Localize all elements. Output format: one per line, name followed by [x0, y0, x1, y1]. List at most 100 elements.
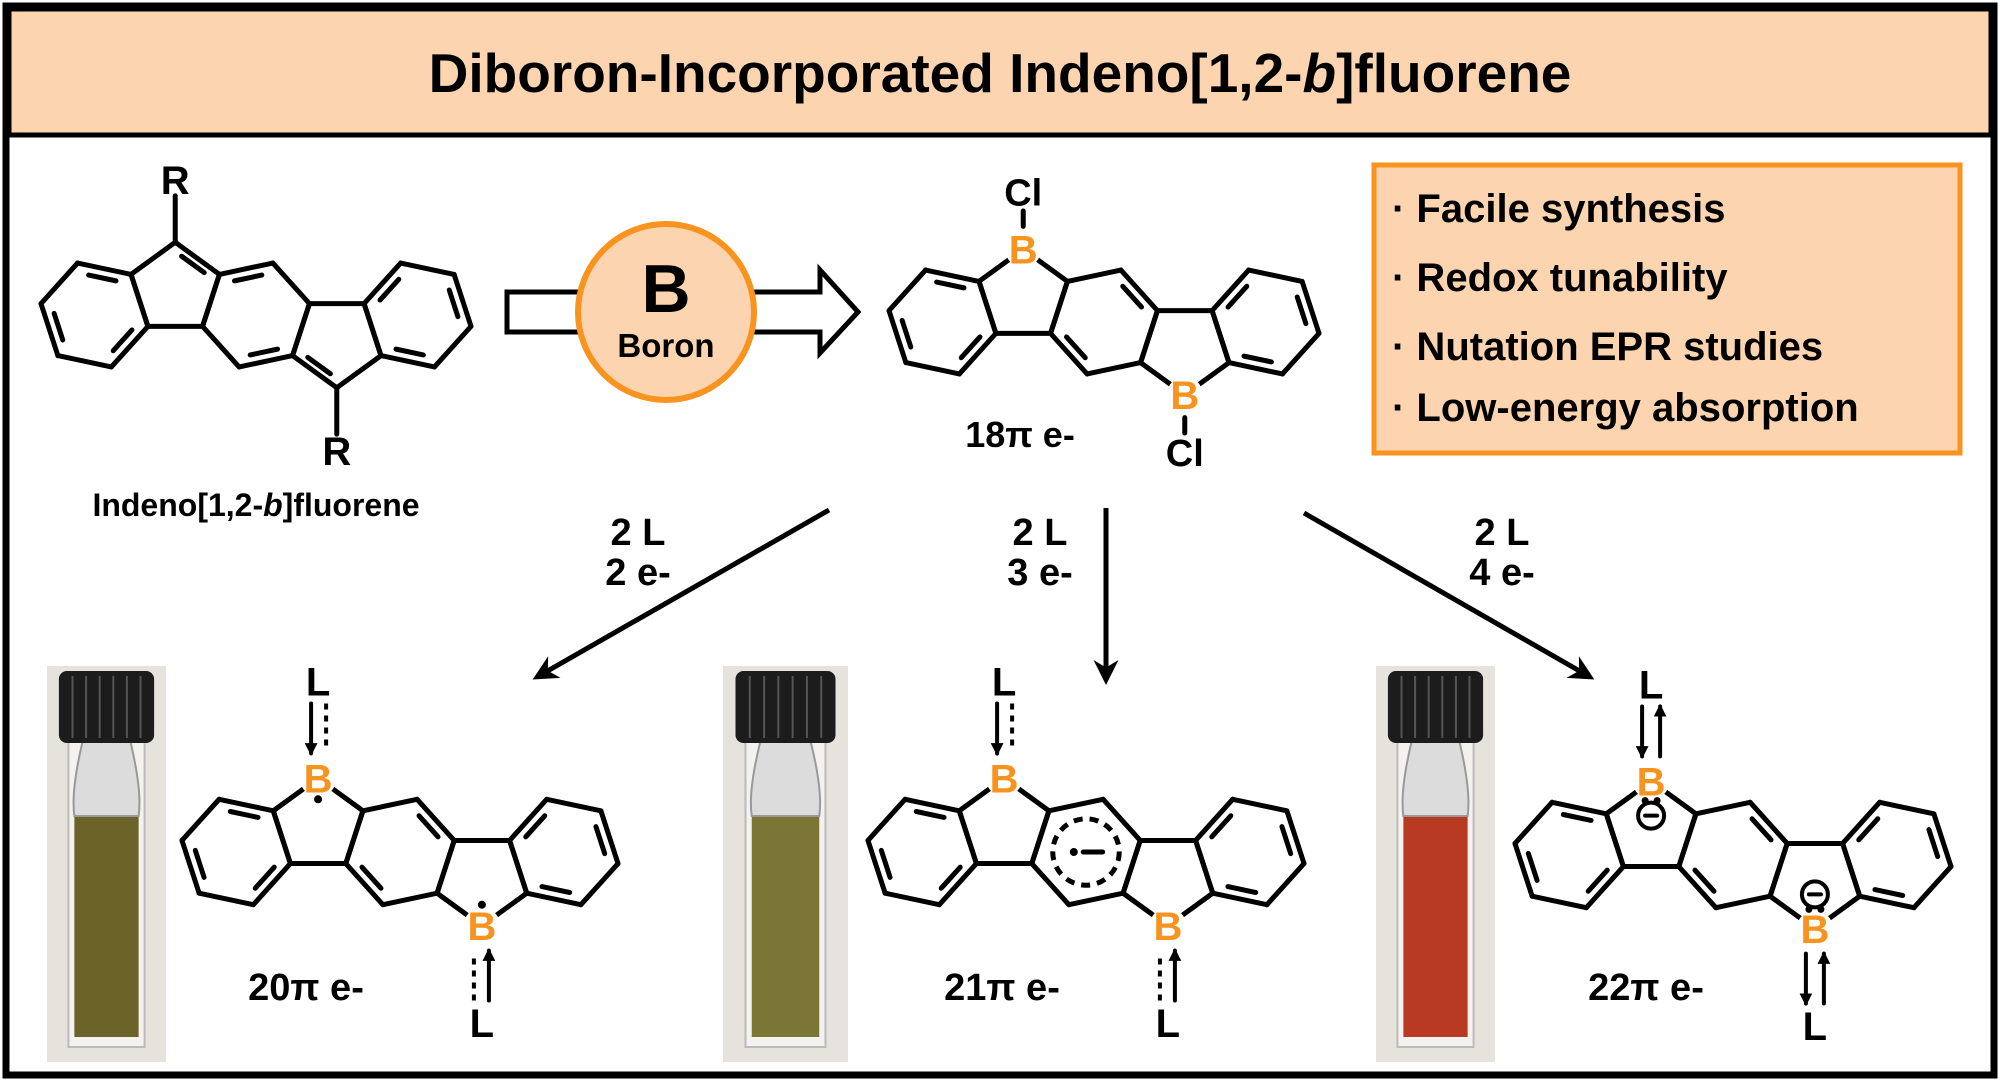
bond [451, 271, 474, 329]
bond [434, 837, 457, 896]
bond [1676, 811, 1699, 870]
double-bond [1856, 816, 1881, 843]
bond [1583, 864, 1626, 911]
bond [361, 260, 404, 307]
bond [270, 260, 312, 307]
condition-ligand: 2 L [1013, 512, 1068, 554]
double-bond [1294, 294, 1309, 327]
vial-photo-22pi [1376, 666, 1495, 1062]
double-bond [1225, 884, 1259, 895]
bond [1029, 808, 1052, 867]
cuvette-solution [751, 816, 820, 1037]
bond [1747, 799, 1790, 846]
radical-dot [314, 795, 323, 804]
double-bond [899, 317, 914, 350]
bond [1877, 799, 1937, 817]
bond [128, 271, 151, 329]
cuvette-neck [72, 740, 141, 817]
lone-pair-dot [1641, 797, 1649, 805]
radical-dot [1069, 848, 1078, 856]
double-bond [377, 276, 402, 303]
cuvette-neck [749, 740, 822, 817]
bond [1048, 278, 1070, 336]
bond [1549, 799, 1609, 817]
reaction-arrow-4e [1302, 510, 1595, 680]
boron-atom: B [990, 758, 1019, 802]
double-bond [958, 334, 983, 361]
bond [1209, 308, 1232, 366]
indenofluorene-label: Indeno[1,2-b]fluorene [92, 487, 419, 523]
boron-badge [575, 221, 757, 403]
double-bond [1225, 283, 1250, 310]
ligand-label: L [1639, 664, 1663, 708]
vial-cap [58, 671, 155, 743]
vial-photo-21pi [723, 666, 848, 1062]
bond [1029, 861, 1072, 908]
atom-mask [1005, 231, 1042, 268]
bond [1603, 811, 1626, 870]
double-bond [1241, 353, 1274, 365]
bond [956, 808, 979, 867]
features-box [1371, 162, 1963, 456]
bond [1210, 890, 1270, 908]
double-bond [523, 813, 548, 840]
double-bond [227, 809, 261, 820]
cuvette-solution [1403, 816, 1468, 1037]
bond [1264, 861, 1307, 908]
ligand-label: L [1803, 1005, 1827, 1049]
atom-mask [1166, 376, 1203, 413]
double-bond [305, 354, 333, 377]
bond [380, 890, 440, 908]
bond [343, 808, 366, 867]
cuvette-neck [1401, 740, 1470, 817]
electron-count-21: 21π e- [944, 967, 1060, 1009]
bond [923, 267, 982, 284]
double-bond [593, 824, 608, 857]
double-bond [938, 864, 963, 891]
double-bond [393, 346, 426, 358]
bond [1857, 893, 1917, 911]
bond [334, 353, 384, 391]
double-bond [1120, 283, 1144, 310]
lone-pair-dot [1805, 905, 1813, 913]
double-bond [539, 884, 573, 895]
chlorine-label: Cl [1166, 433, 1204, 475]
double-bond [1749, 816, 1774, 843]
bond [1138, 308, 1160, 366]
boron-atom: B [1153, 905, 1182, 949]
double-bond [1064, 334, 1088, 361]
bond [172, 239, 222, 277]
bond [236, 353, 296, 370]
boron-badge-label: Boron [617, 327, 714, 364]
reaction-arrow-2e [532, 507, 831, 680]
bond [1767, 840, 1790, 899]
bond [507, 837, 530, 896]
double-bond [1209, 813, 1234, 840]
bond [1120, 837, 1143, 896]
bond [865, 837, 888, 896]
bond [1118, 267, 1160, 314]
bond [1100, 796, 1143, 843]
bond [196, 890, 256, 908]
boron-atom: B [467, 905, 496, 949]
bond [902, 796, 962, 814]
bond [1246, 267, 1305, 284]
double-bond [192, 847, 207, 880]
bond [903, 360, 962, 377]
bond [270, 808, 293, 867]
bond [290, 353, 340, 391]
bond [598, 808, 621, 867]
double-bond [1560, 812, 1594, 823]
bond [179, 796, 222, 843]
bond [524, 890, 584, 908]
ligand-label: L [992, 661, 1016, 705]
bond [343, 861, 386, 908]
boron-atom: B [1009, 229, 1038, 273]
bond [1911, 864, 1954, 911]
boron-atom: B [1637, 761, 1666, 805]
boron-atom: B [1170, 374, 1199, 418]
bond [1512, 840, 1535, 899]
